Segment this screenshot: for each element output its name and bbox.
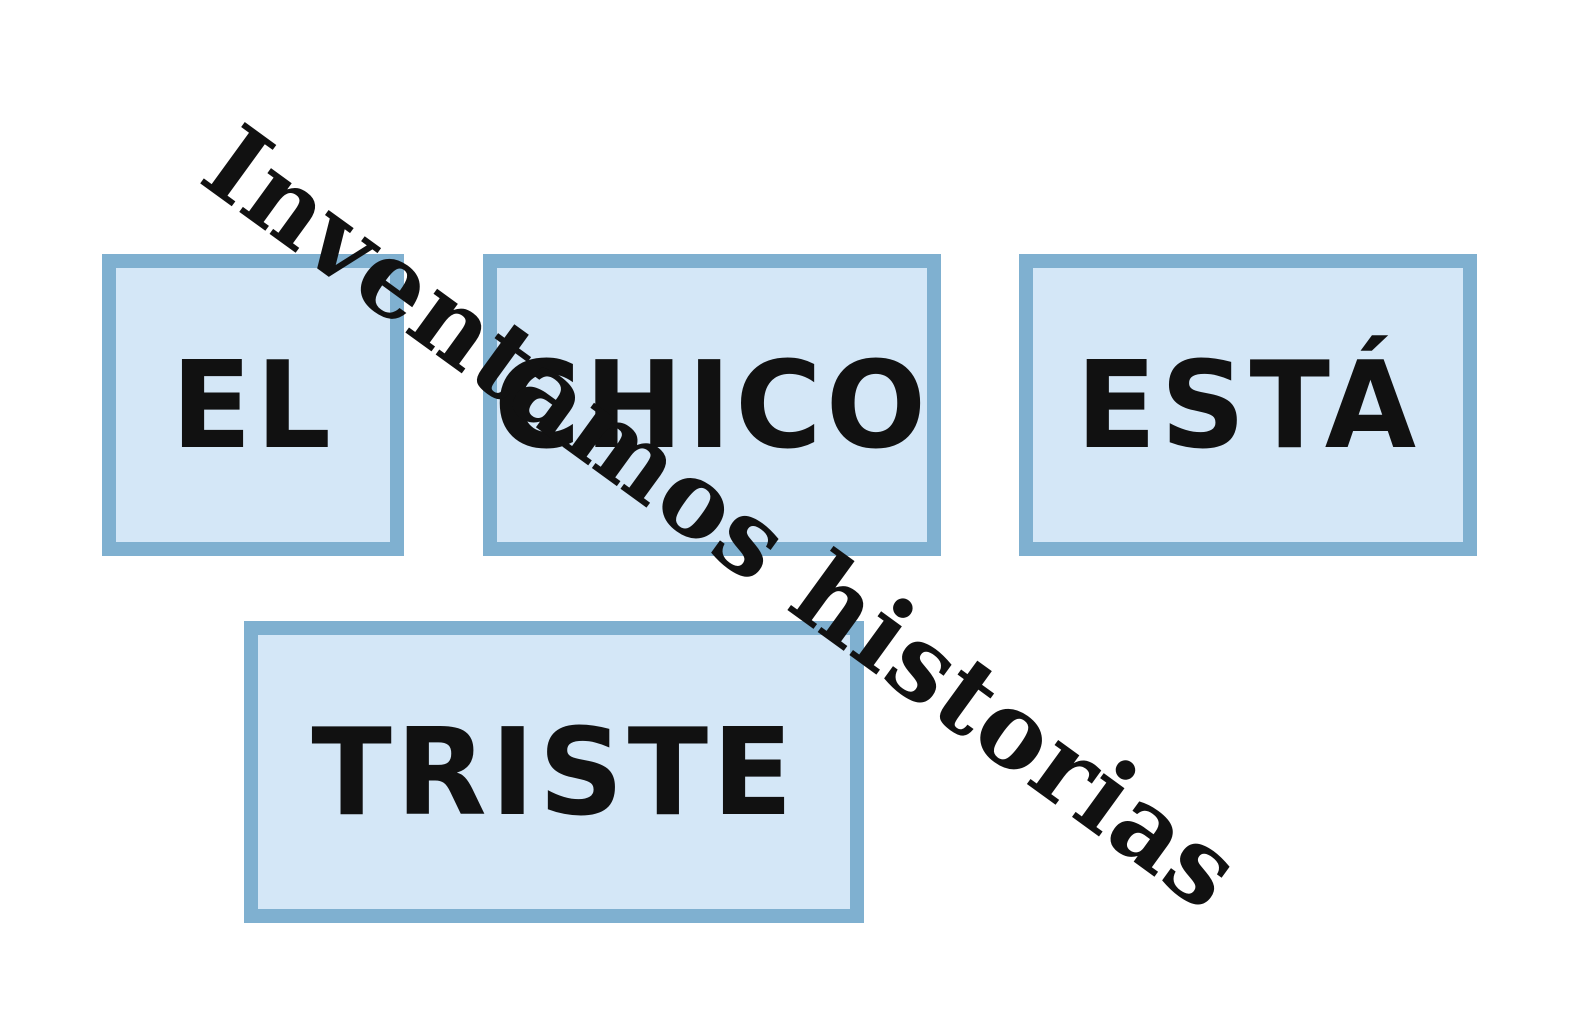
word-card-esta[interactable]: ESTÁ — [1019, 254, 1477, 556]
word-card-label: ESTÁ — [1075, 334, 1421, 476]
word-card-label: CHICO — [493, 334, 931, 476]
word-card-triste[interactable]: TRISTE — [244, 621, 864, 923]
word-card-label: TRISTE — [311, 701, 797, 843]
word-card-chico[interactable]: CHICO — [483, 254, 941, 556]
word-card-label: EL — [171, 334, 335, 476]
word-card-el[interactable]: EL — [102, 254, 404, 556]
